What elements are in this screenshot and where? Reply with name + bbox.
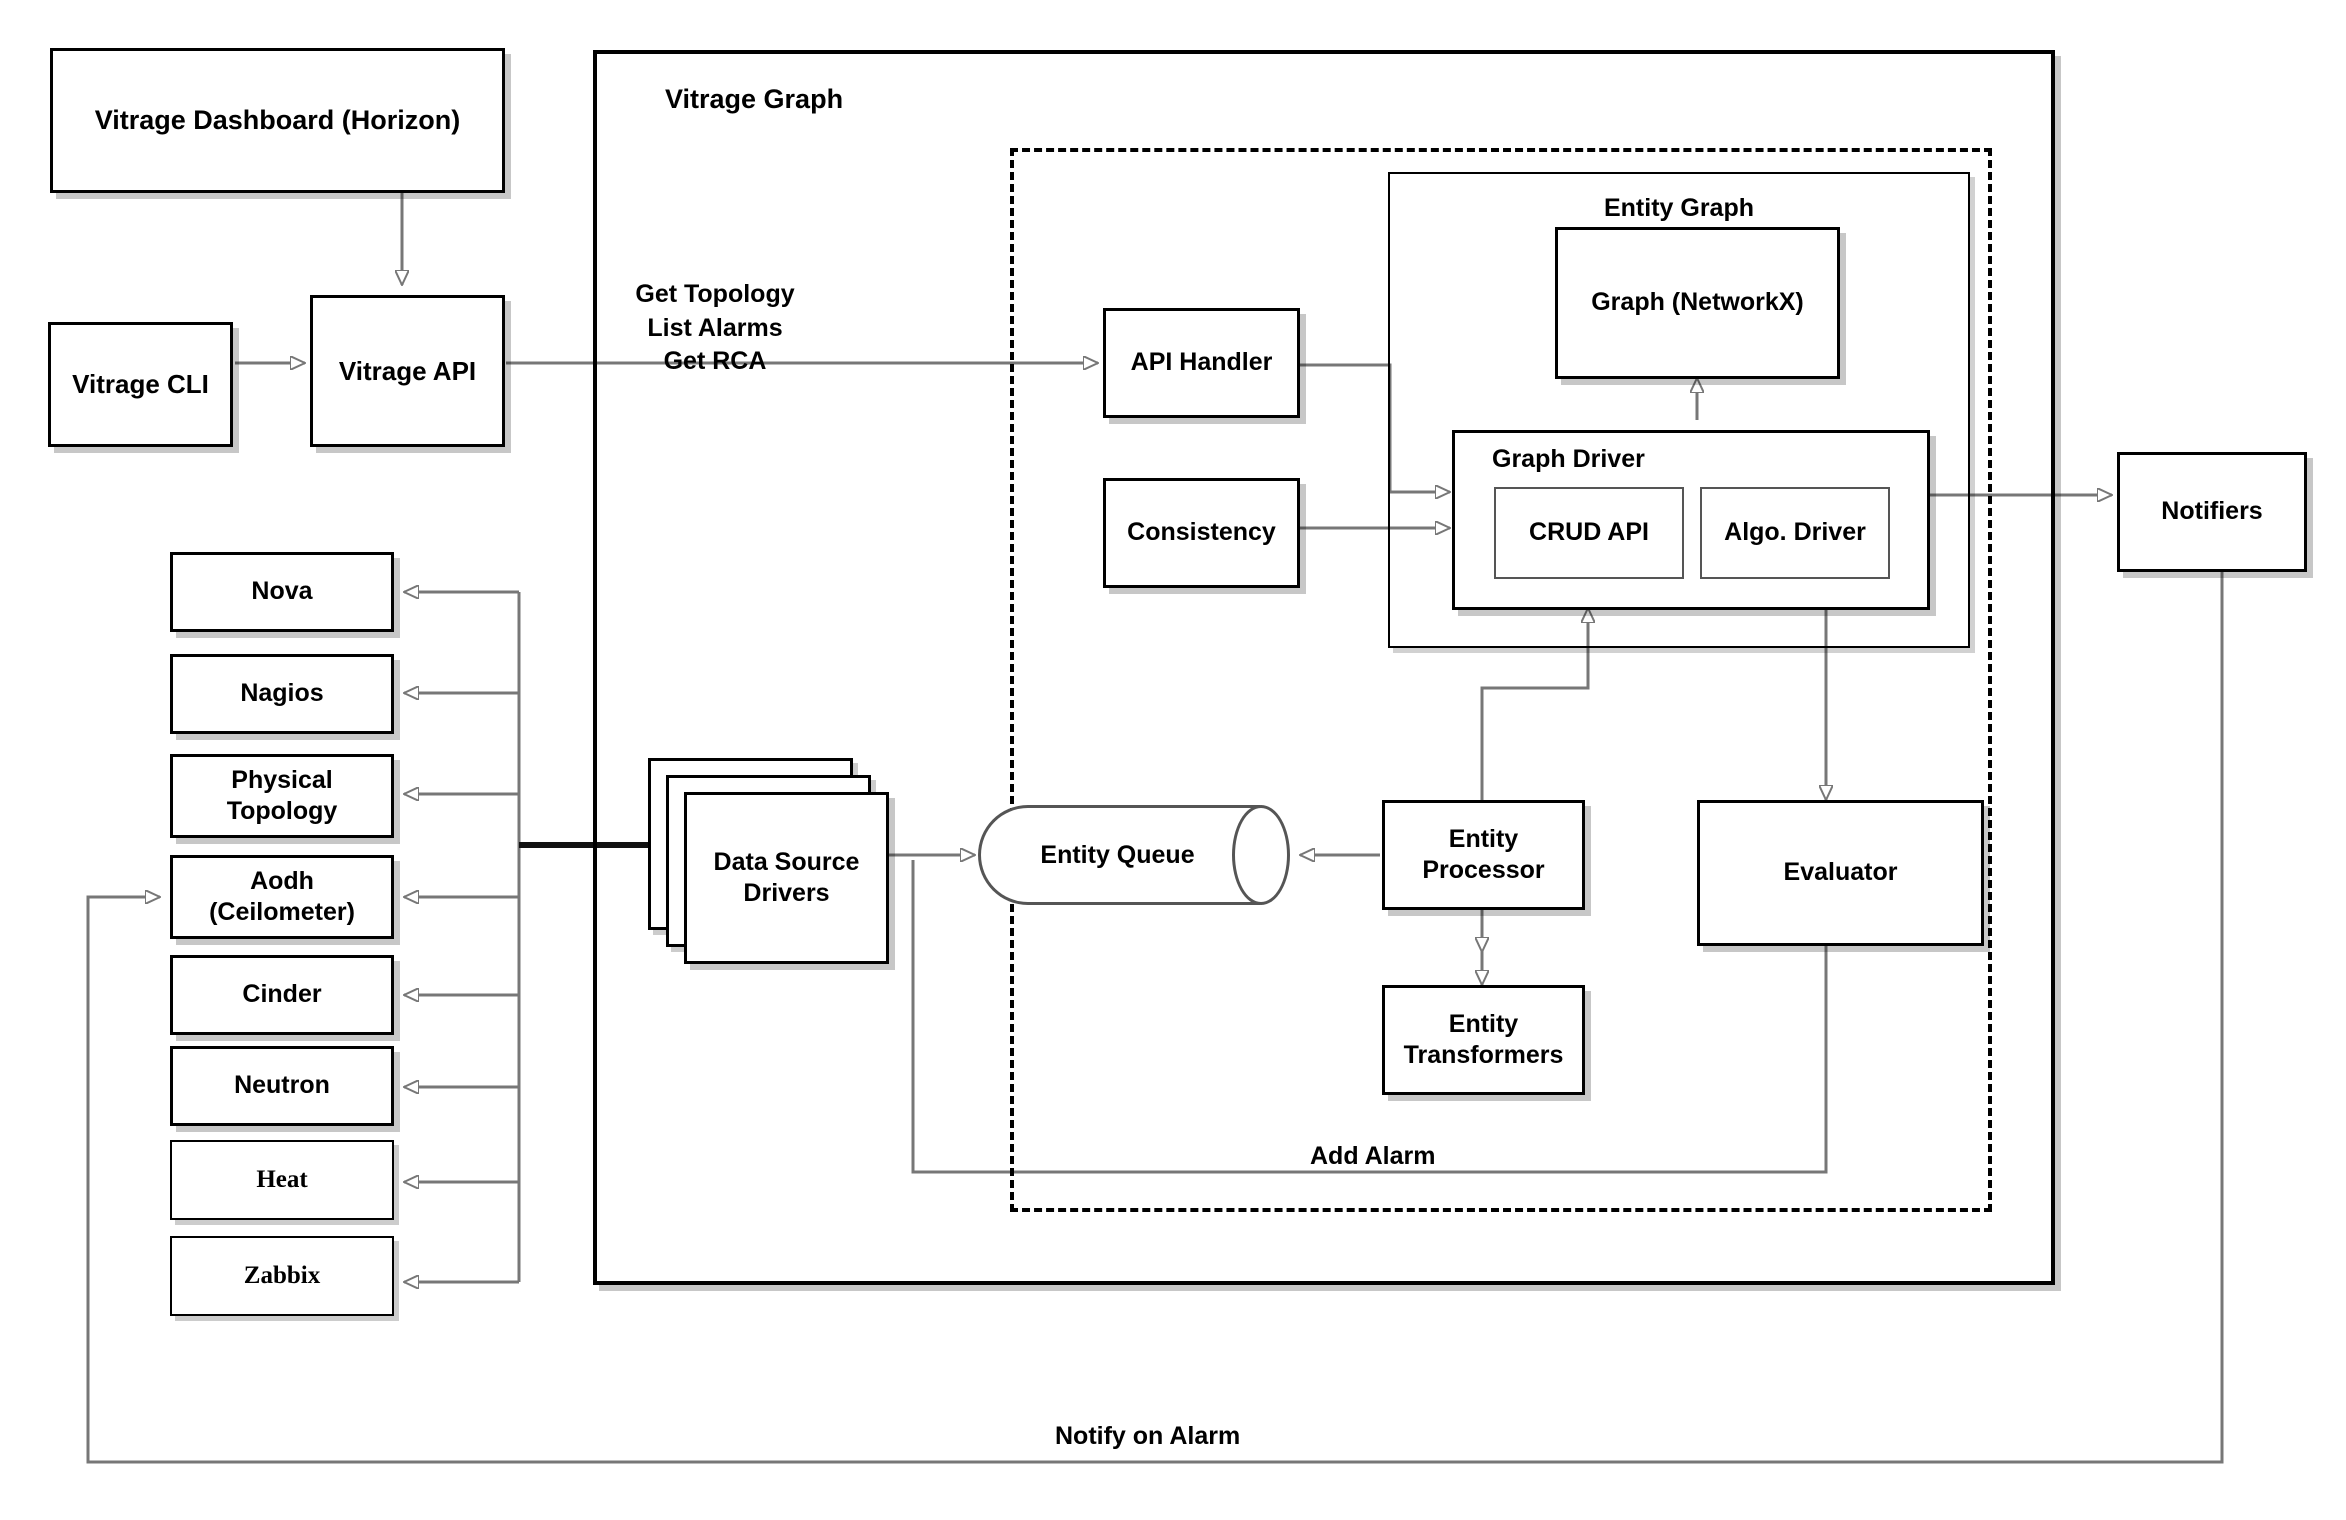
edge-notify-on-alarm xyxy=(86,572,2224,1464)
evaluator-box[interactable]: Evaluator xyxy=(1697,800,1984,946)
vitrage-dashboard-box[interactable]: Vitrage Dashboard (Horizon) xyxy=(50,48,505,193)
edge-entityprocessor-to-graphdriver xyxy=(1480,608,1588,800)
notify-on-alarm-label: Notify on Alarm xyxy=(1055,1422,1241,1450)
entity-graph-label: Entity Graph xyxy=(1603,194,1754,222)
edge-add-alarm xyxy=(911,860,1828,1174)
data-source-aodh[interactable]: Aodh (Ceilometer) xyxy=(170,855,394,939)
data-source-nagios[interactable]: Nagios xyxy=(170,654,394,734)
data-source-cinder[interactable]: Cinder xyxy=(170,955,394,1035)
add-alarm-label: Add Alarm xyxy=(1310,1142,1436,1170)
vitrage-graph-label: Vitrage Graph xyxy=(665,84,844,114)
graph-driver-label: Graph Driver xyxy=(1492,445,1645,473)
data-source-drivers-box[interactable]: Data Source Drivers xyxy=(684,792,889,964)
processing-boundary-dashed xyxy=(1010,148,1992,1212)
vitrage-api-box[interactable]: Vitrage API xyxy=(310,295,505,447)
data-source-nova[interactable]: Nova xyxy=(170,552,394,632)
data-source-heat[interactable]: Heat xyxy=(170,1140,394,1220)
entity-queue-right-cap xyxy=(1232,805,1290,905)
consistency-box[interactable]: Consistency xyxy=(1103,478,1300,588)
crud-api-box[interactable]: CRUD API xyxy=(1494,487,1684,579)
list-alarms-label: List Alarms xyxy=(647,314,783,342)
vitrage-cli-box[interactable]: Vitrage CLI xyxy=(48,322,233,447)
algo-driver-box[interactable]: Algo. Driver xyxy=(1700,487,1890,579)
entity-graph-group xyxy=(1388,172,1970,648)
api-handler-box[interactable]: API Handler xyxy=(1103,308,1300,418)
data-source-zabbix[interactable]: Zabbix xyxy=(170,1236,394,1316)
vitrage-graph-frame xyxy=(593,50,2055,1285)
entity-processor-box[interactable]: Entity Processor xyxy=(1382,800,1585,910)
graph-networkx-box[interactable]: Graph (NetworkX) xyxy=(1555,227,1840,379)
data-source-physical-topology[interactable]: Physical Topology xyxy=(170,754,394,838)
entity-queue-label: Entity Queue xyxy=(1040,840,1195,869)
notifiers-box[interactable]: Notifiers xyxy=(2117,452,2307,572)
data-source-neutron[interactable]: Neutron xyxy=(170,1046,394,1126)
entity-transformers-box[interactable]: Entity Transformers xyxy=(1382,985,1585,1095)
entity-queue-body xyxy=(1035,805,1260,905)
get-rca-label: Get RCA xyxy=(663,347,767,375)
edge-apihandler-to-graphdriver xyxy=(1300,363,1450,492)
get-topology-label: Get Topology xyxy=(635,280,795,308)
